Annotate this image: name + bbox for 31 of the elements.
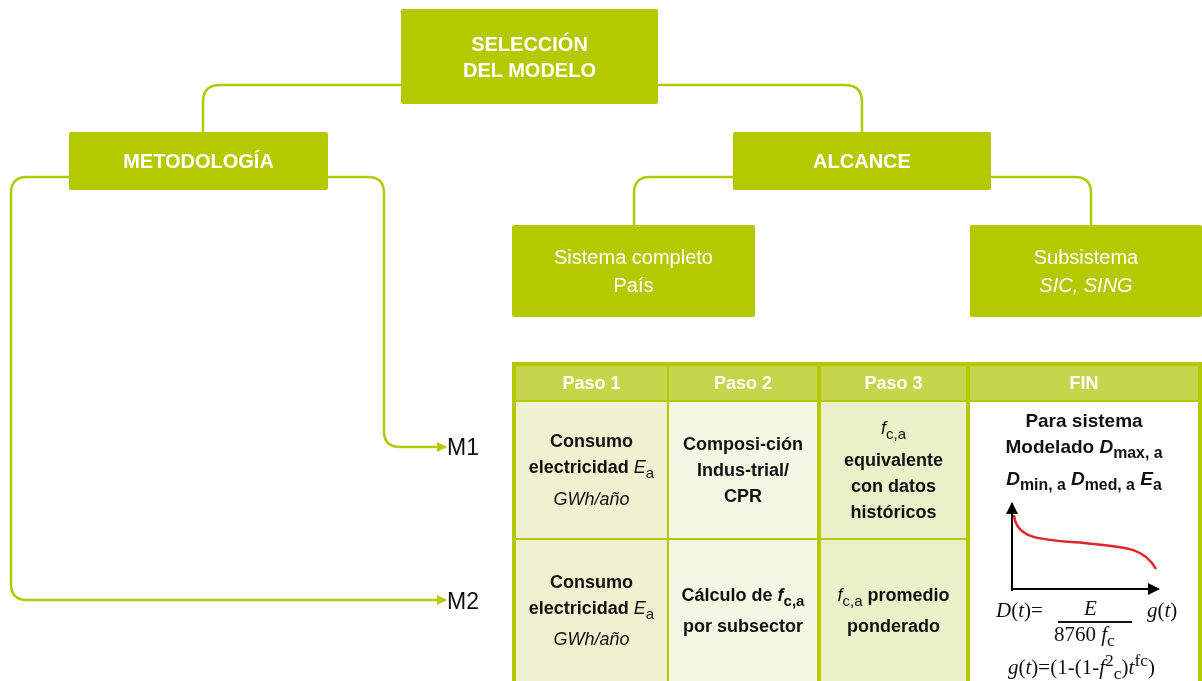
connector-line	[991, 175, 1093, 225]
table-cell: Consumo electricidad E$_{a}$ GWh/año	[516, 402, 667, 538]
table-cell: f$_{c,a}$ equivalente con datos históricos	[821, 402, 966, 538]
formula-text: g(t)=(1-(1-f$^{2}$$_{c}$)t$^{fc}$)	[1008, 650, 1155, 681]
column-header: Paso 3	[821, 366, 966, 400]
category-box: Sistema completo País	[512, 225, 755, 317]
arrow	[328, 175, 447, 452]
formula-text: E	[1084, 596, 1097, 621]
node-label: M2	[447, 584, 497, 618]
formula-text: g(t)	[1147, 598, 1178, 623]
cell-text: Para sistema Modelado D$_{max, a}$ D$_{min, a}$ D$_{med, a}$ E$_{a}$	[1004, 409, 1164, 495]
column-header: Paso 1	[516, 366, 667, 400]
node-text: Subsistema	[1033, 245, 1139, 270]
connector-line	[658, 83, 864, 132]
category-box: METODOLOGÍA	[69, 132, 328, 190]
connector-line	[201, 83, 401, 132]
connector-line	[632, 175, 733, 225]
table-cell: Consumo electricidad E$_{a}$ GWh/año	[516, 540, 667, 681]
category-box: SELECCIÓN DEL MODELO	[401, 9, 658, 104]
column-header: Paso 2	[669, 366, 817, 400]
formula-text: 8760 f$_{c}$	[1054, 622, 1115, 652]
category-box	[970, 225, 1202, 317]
arrow	[9, 175, 447, 605]
category-box: ALCANCE	[733, 132, 991, 190]
table-cell: f$_{c,a}$ promedio ponderado	[821, 540, 966, 681]
column-header: FIN	[970, 366, 1198, 400]
node-label: M1	[447, 430, 497, 464]
table-cell: Composi-ción Indus-trial/ CPR	[669, 402, 817, 538]
node-text: SIC, SING	[1039, 273, 1133, 298]
table-cell: Cálculo de f$_{c,a}$ por subsector	[669, 540, 817, 681]
formula-text: D(t)=	[996, 598, 1043, 623]
